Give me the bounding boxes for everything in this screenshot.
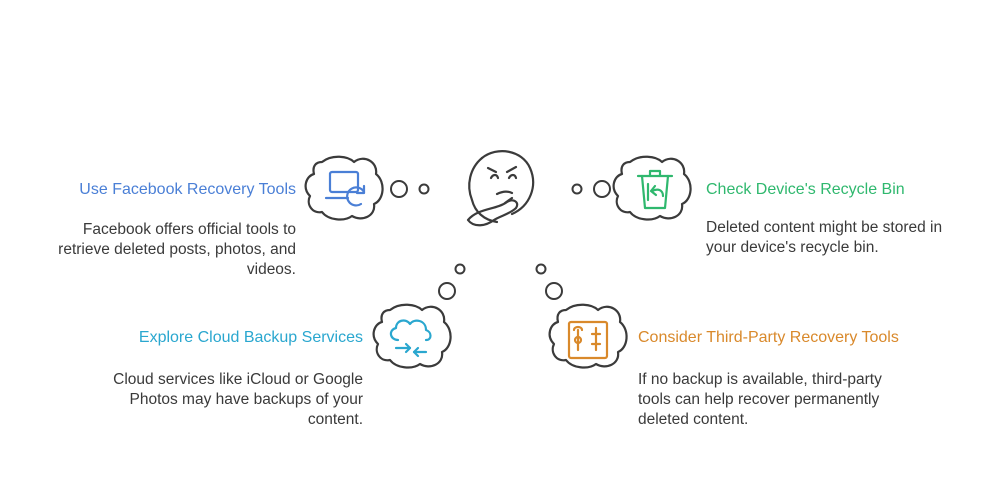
cloud-frame-bottom-left [372,303,452,369]
item-description-facebook-recovery: Facebook offers official tools to retrie… [58,221,296,278]
cloud-frame-top-left [304,155,384,221]
item-description-third-party-tools: If no backup is available, third-party t… [638,371,882,428]
laptop-refresh-icon [324,170,366,207]
recycle-bin-icon [636,169,674,210]
toolbox-icon [567,320,609,360]
item-title-third-party-tools: Consider Third-Party Recovery Tools [638,329,899,346]
cloud-sync-icon [389,319,432,358]
item-title-cloud-backup: Explore Cloud Backup Services [138,329,363,346]
icon-cloud-frames [304,155,692,369]
item-title-recycle-bin: Check Device's Recycle Bin [706,181,905,198]
item-description-recycle-bin: Deleted content might be stored in your … [706,219,943,256]
item-title-facebook-recovery: Use Facebook Recovery Tools [79,181,296,198]
item-description-cloud-backup: Cloud services like iCloud or Google Pho… [113,371,363,428]
thought-bubbles [390,180,611,300]
thinking-face-icon [466,150,535,227]
